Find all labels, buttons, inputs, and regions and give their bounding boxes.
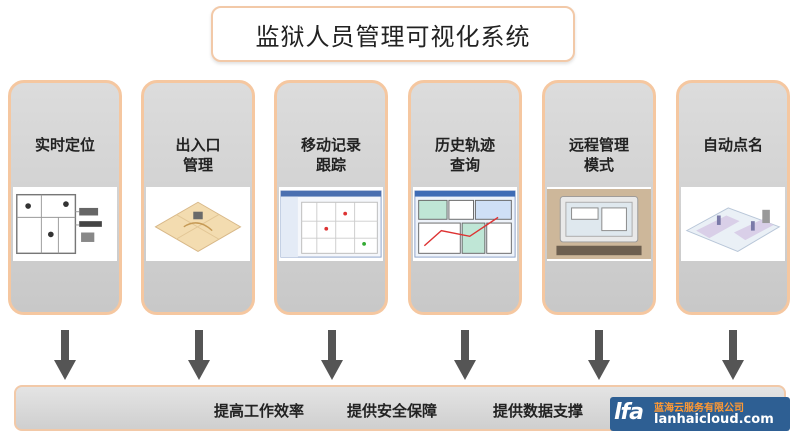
down-arrow-icon: [188, 330, 210, 380]
feature-card-realtime-location: 实时定位: [8, 80, 122, 315]
watermark-company: 蓝海云服务有限公司: [654, 403, 744, 414]
entrance-3d-floor-diagram: [146, 187, 250, 261]
benefits-bar: 提高工作效率 提供安全保障 提供数据支撑: [14, 385, 786, 431]
benefit-efficiency: 提高工作效率: [214, 402, 305, 420]
roll-call-3d-scene: [681, 187, 785, 261]
feature-card-remote-management: 远程管理 模式: [542, 80, 656, 315]
feature-label: 远程管理 模式: [568, 136, 629, 174]
feature-card-movement-tracking: 移动记录 跟踪: [274, 80, 388, 315]
history-track-floor-map: [413, 187, 517, 261]
down-arrow-icon: [722, 330, 744, 380]
feature-card-history-track-query: 历史轨迹 查询: [408, 80, 522, 315]
watermark-logo: lfa 蓝海云服务有限公司 lanhaicloud.com: [610, 397, 790, 431]
benefit-security: 提供安全保障: [347, 402, 438, 420]
down-arrow-icon: [54, 330, 76, 380]
benefit-data-support: 提供数据支撑: [493, 402, 584, 420]
feature-label: 历史轨迹 查询: [434, 136, 495, 174]
feature-card-auto-roll-call: 自动点名: [676, 80, 790, 315]
movement-tracking-software-screenshot: [279, 187, 383, 261]
down-arrow-icon: [454, 330, 476, 380]
feature-card-entrance-management: 出入口 管理: [141, 80, 255, 315]
floor-plan-tracking-diagram: [13, 187, 117, 261]
watermark-logo-mark: lfa: [614, 400, 644, 425]
down-arrow-icon: [588, 330, 610, 380]
feature-label: 移动记录 跟踪: [300, 136, 361, 174]
page-title: 监狱人员管理可视化系统: [211, 6, 575, 62]
remote-monitor-photo: [547, 187, 651, 261]
down-arrow-icon: [321, 330, 343, 380]
feature-label: 出入口 管理: [175, 136, 221, 174]
feature-label: 自动点名: [702, 136, 763, 154]
feature-label: 实时定位: [34, 136, 95, 154]
watermark-domain: lanhaicloud.com: [654, 412, 774, 427]
